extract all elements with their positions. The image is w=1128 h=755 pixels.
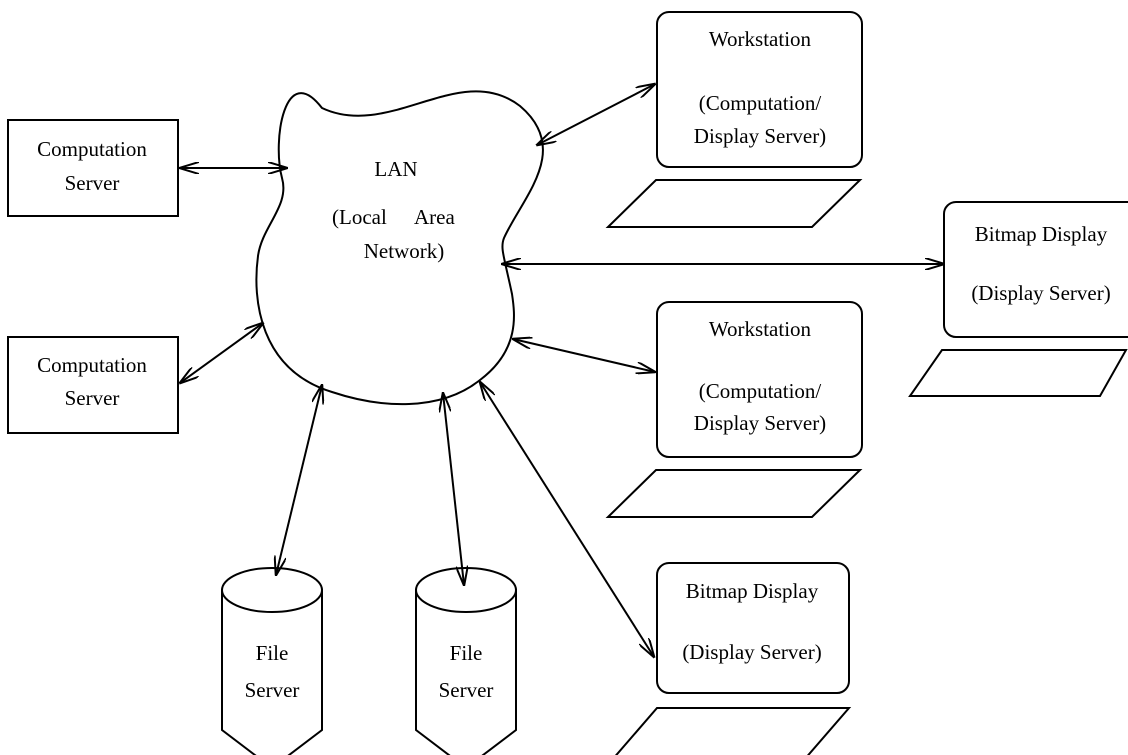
bitmap-display-bottom: Bitmap Display (Display Server): [615, 562, 852, 755]
file-server-right-cylinder: [415, 589, 517, 755]
file-server-right: File Server: [415, 567, 517, 755]
file-server-left: File Server: [221, 567, 323, 755]
computation-server-bottom: Computation Server: [7, 336, 179, 434]
bitmap-display-bottom-keyboard: [615, 707, 852, 755]
lan-title: LAN: [374, 157, 417, 181]
link-lan-file-server-left: [276, 385, 322, 575]
link-lan-workstation-top: [537, 84, 655, 145]
computation-server-top-label-1: Computation: [37, 137, 147, 161]
bitmap-display-right: Bitmap Display (Display Server): [908, 201, 1128, 397]
computation-server-top-label-2: Server: [65, 171, 120, 195]
computation-server-bottom-box: [7, 336, 179, 434]
file-server-left-cylinder: [221, 589, 323, 755]
file-server-left-label-1: File: [256, 641, 289, 665]
workstation-top-label-3: Display Server): [694, 124, 826, 148]
link-lan-file-server-right: [443, 393, 464, 585]
file-server-right-label-2: Server: [439, 678, 494, 702]
lan-subtitle-line1: (Local: [332, 205, 387, 229]
computation-server-top-box: [7, 119, 179, 217]
workstation-top-keyboard: [605, 179, 863, 228]
lan-cloud: LAN (Local Area Network): [255, 90, 544, 406]
computation-server-top: Computation Server: [7, 119, 179, 217]
computation-server-bottom-label-2: Server: [65, 386, 120, 410]
computation-server-bottom-label-1: Computation: [37, 353, 147, 377]
workstation-top-label-2: (Computation/: [699, 91, 822, 115]
link-lan-bitmap-display-bottom: [480, 382, 654, 657]
file-server-left-cylinder-top: [221, 567, 323, 613]
workstation-middle-label-2: (Computation/: [699, 379, 822, 403]
workstation-middle-monitor: [656, 301, 863, 458]
file-server-right-cylinder-top: [415, 567, 517, 613]
workstation-middle-label-3: Display Server): [694, 411, 826, 435]
bitmap-display-right-keyboard: [908, 349, 1128, 397]
bitmap-display-bottom-monitor: [656, 562, 850, 694]
link-lan-workstation-middle: [513, 339, 655, 372]
bitmap-display-bottom-label-2: (Display Server): [682, 640, 821, 664]
workstation-top-label-1: Workstation: [709, 27, 812, 51]
lan-subtitle-line1b: Area: [414, 205, 455, 229]
workstation-middle-keyboard: [605, 469, 863, 518]
bitmap-display-bottom-label-1: Bitmap Display: [686, 579, 819, 603]
bitmap-display-right-label-2: (Display Server): [971, 281, 1110, 305]
connections: [180, 84, 944, 657]
lan-subtitle-line2: Network): [364, 239, 444, 263]
link-lan-computation-server-bottom: [180, 323, 263, 383]
bitmap-display-right-label-1: Bitmap Display: [975, 222, 1108, 246]
workstation-middle-label-1: Workstation: [709, 317, 812, 341]
file-server-right-label-1: File: [450, 641, 483, 665]
file-server-left-label-2: Server: [245, 678, 300, 702]
workstation-middle: Workstation (Computation/ Display Server…: [605, 301, 863, 518]
workstation-top: Workstation (Computation/ Display Server…: [605, 11, 863, 228]
